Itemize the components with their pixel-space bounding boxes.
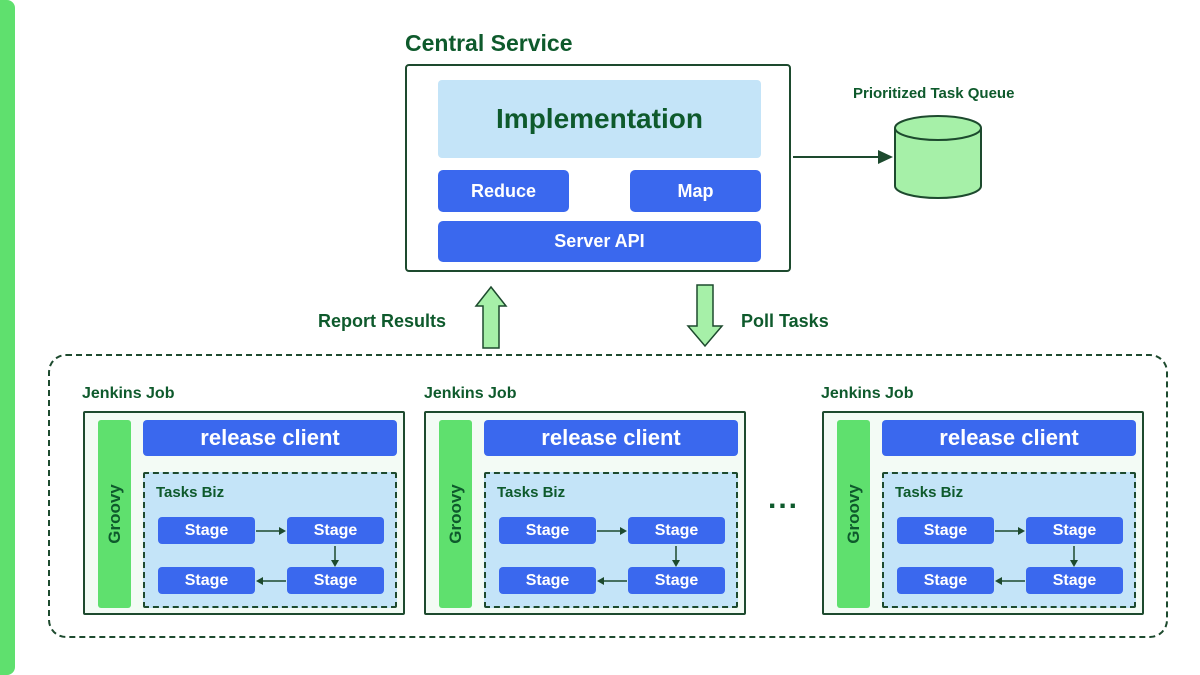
stage-block: Stage (1026, 567, 1123, 594)
tasks-biz-box: Tasks Biz Stage Stage Stage Stage (484, 472, 738, 608)
central-service-title: Central Service (405, 30, 573, 56)
groovy-label: Groovy (843, 484, 863, 544)
poll-down-arrow-icon (686, 284, 724, 348)
stage-flow-arrows (995, 527, 1078, 585)
jenkins-job-box: Groovy release client Tasks Biz Stage St… (424, 411, 746, 615)
more-jobs-ellipsis: ... (768, 482, 800, 515)
stage-block: Stage (287, 517, 384, 544)
stage-block: Stage (897, 567, 994, 594)
tasks-biz-label: Tasks Biz (497, 484, 566, 501)
stage-block: Stage (158, 517, 255, 544)
report-up-arrow-icon (474, 285, 508, 349)
tasks-biz-box: Tasks Biz Stage Stage Stage Stage (882, 472, 1136, 608)
stage-block: Stage (628, 517, 725, 544)
jenkins-job-box: Groovy release client Tasks Biz Stage St… (83, 411, 405, 615)
release-client-block: release client (484, 420, 738, 456)
stage-block: Stage (287, 567, 384, 594)
report-results-label: Report Results (318, 311, 447, 331)
groovy-bar: Groovy (439, 420, 472, 608)
release-client-block: release client (882, 420, 1136, 456)
central-service-box: Implementation Reduce Map Server API (405, 64, 791, 272)
map-block: Map (630, 170, 761, 212)
stage-block: Stage (158, 567, 255, 594)
left-accent-bar (0, 0, 15, 675)
groovy-bar: Groovy (98, 420, 131, 608)
job-label: Jenkins Job (424, 385, 517, 402)
stage-block: Stage (1026, 517, 1123, 544)
groovy-label: Groovy (445, 484, 465, 544)
tasks-biz-box: Tasks Biz Stage Stage Stage Stage (143, 472, 397, 608)
tasks-biz-label: Tasks Biz (895, 484, 964, 501)
stage-block: Stage (499, 517, 596, 544)
release-client-block: release client (143, 420, 397, 456)
queue-label: Prioritized Task Queue (853, 85, 1015, 102)
poll-tasks-label: Poll Tasks (741, 311, 829, 331)
stage-block: Stage (628, 567, 725, 594)
jenkins-job-box: Groovy release client Tasks Biz Stage St… (822, 411, 1144, 615)
stage-block: Stage (897, 517, 994, 544)
stage-flow-arrows (256, 527, 339, 585)
stage-flow-arrows (597, 527, 680, 585)
jobs-container (48, 354, 1168, 638)
tasks-biz-label: Tasks Biz (156, 484, 225, 501)
job-label: Jenkins Job (82, 385, 175, 402)
server-api-block: Server API (438, 221, 761, 262)
job-label: Jenkins Job (821, 385, 914, 402)
stage-block: Stage (499, 567, 596, 594)
queue-arrowhead (878, 150, 893, 164)
implementation-block: Implementation (438, 80, 761, 158)
database-icon (894, 115, 982, 199)
groovy-label: Groovy (104, 484, 124, 544)
reduce-block: Reduce (438, 170, 569, 212)
groovy-bar: Groovy (837, 420, 870, 608)
